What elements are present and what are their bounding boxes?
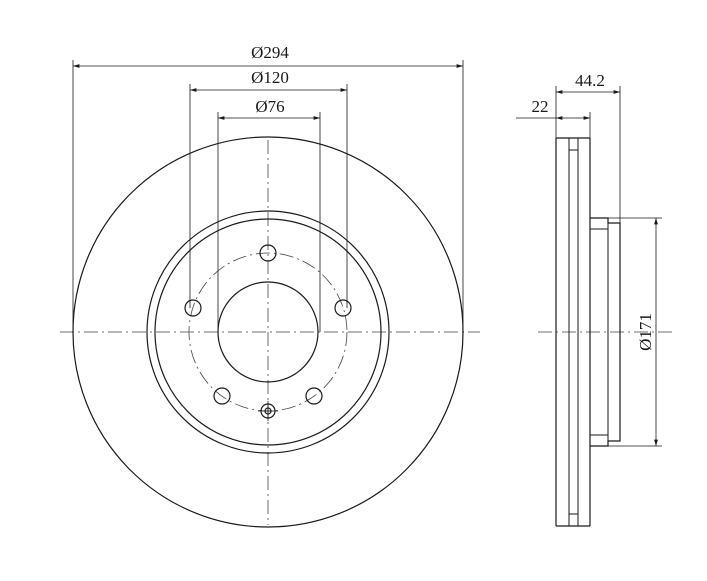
- overall-height-label: 44.2: [575, 71, 605, 90]
- hat-diameter-label: Ø171: [636, 313, 655, 351]
- hat-outer-circle: [146, 210, 390, 454]
- bolt-hole: [184, 299, 202, 317]
- dim-hat-diameter: Ø171: [608, 217, 662, 447]
- hat-profile: [590, 217, 621, 447]
- hat-inner-circle: [154, 218, 382, 446]
- vent-cap-top: [568, 138, 579, 151]
- front-view: Ø294 Ø120 Ø76: [60, 43, 480, 528]
- dim-bolt-circle-diameter: Ø120: [189, 68, 348, 308]
- dim-disc-thickness: 22: [516, 97, 591, 138]
- dim-center-bore-diameter: Ø76: [217, 97, 321, 332]
- bolt-hole: [305, 387, 323, 405]
- disc-thickness-label: 22: [532, 97, 549, 116]
- bolt-hole: [213, 387, 231, 405]
- center-bore-diameter-label: Ø76: [255, 97, 284, 116]
- outer-diameter-label: Ø294: [251, 43, 289, 62]
- vent-cap-bottom: [568, 513, 579, 526]
- bolt-hole: [259, 244, 277, 262]
- bolt-circle-diameter-label: Ø120: [251, 68, 289, 87]
- dim-outer-diameter: Ø294: [72, 43, 464, 332]
- dim-overall-height: 44.2: [555, 71, 621, 223]
- side-view: 44.2 22 Ø171: [516, 71, 676, 527]
- bolt-holes: [184, 244, 352, 421]
- bolt-hole: [334, 299, 352, 317]
